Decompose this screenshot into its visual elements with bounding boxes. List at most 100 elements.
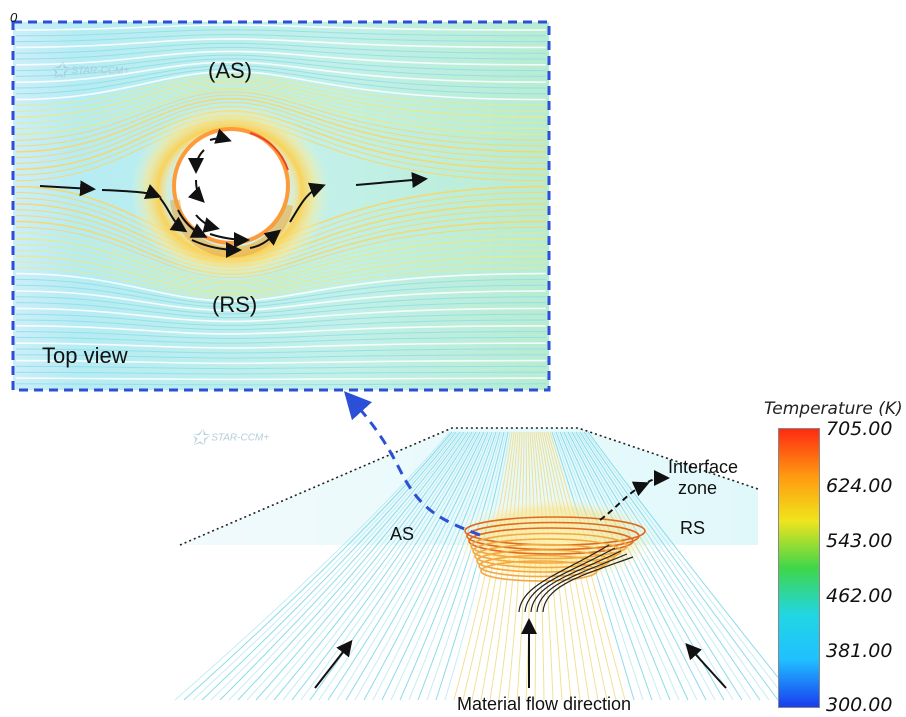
interface-zone-label-line1: Interface	[668, 457, 739, 477]
main-streamline	[192, 431, 455, 701]
top-view-label: Top view	[42, 343, 128, 368]
legend-title: Temperature (K)	[764, 399, 903, 419]
interface-flow-line	[530, 550, 622, 613]
main-streamline	[174, 431, 451, 701]
inset-streamline	[15, 70, 547, 101]
interface-zone-label-line2: zone	[678, 478, 718, 498]
inset-flow-arrows	[39, 128, 428, 258]
inset-streamline	[15, 359, 547, 365]
inset-streamline	[15, 54, 547, 72]
legend-tick-705: 705.00	[826, 418, 893, 440]
main-streamline	[309, 431, 481, 701]
top-view-inset	[11, 20, 551, 392]
inset-streamline	[15, 61, 547, 83]
inset-streamline	[15, 290, 547, 312]
inset-streamline	[15, 29, 547, 37]
inset-corner-label: 0	[10, 10, 18, 25]
legend-tick-543: 543.00	[826, 530, 893, 552]
main-streamline	[210, 431, 459, 701]
main-logo-text: STAR-CCM+	[211, 432, 270, 444]
interface-swirl-lines	[464, 516, 646, 613]
inset-streamline	[15, 76, 547, 112]
inset-streamline	[15, 348, 547, 354]
interface-swirl-ring	[470, 532, 628, 560]
inset-streamline	[15, 91, 547, 141]
inset-streamline	[15, 79, 547, 118]
inset-streamline	[15, 267, 547, 299]
inset-streamline	[15, 377, 547, 381]
main-streamline	[246, 431, 467, 701]
temperature-color-bar	[778, 428, 820, 708]
inset-streamline	[15, 38, 547, 49]
interface-flow-line	[536, 553, 628, 613]
legend-tick-462: 462.00	[826, 585, 893, 607]
main-streamline	[585, 431, 788, 701]
main-streamline	[219, 431, 461, 701]
inset-streamline	[15, 255, 547, 294]
inset-streamline	[15, 307, 547, 323]
inset-streamline	[15, 261, 547, 296]
interface-flow-line	[524, 547, 616, 613]
inset-streamline	[15, 244, 547, 288]
interface-swirl-ring	[474, 543, 616, 569]
main-streamline	[318, 431, 483, 701]
main-streamline	[363, 431, 493, 701]
main-streamline	[587, 431, 797, 701]
material-flow-label: Material flow direction	[457, 694, 632, 714]
main-streamline	[579, 431, 761, 701]
inset-streamline	[15, 58, 547, 77]
legend-tick-300: 300.00	[826, 694, 893, 716]
main-as-label: AS	[390, 524, 415, 544]
star-logo-icon: ✩	[50, 58, 69, 83]
zoom-connector-arrow	[343, 391, 481, 537]
inset-logo-text: STAR-CCM+	[71, 65, 130, 77]
main-streamline	[300, 431, 479, 701]
inset-logo: ✩ STAR-CCM+	[50, 58, 129, 84]
interface-swirl-ring	[480, 560, 598, 582]
main-streamline	[354, 431, 491, 701]
main-streamline	[237, 431, 465, 701]
inset-streamline	[15, 284, 547, 308]
inset-streamline	[15, 325, 547, 335]
material-flow-arrows	[314, 470, 727, 689]
inset-streamline	[15, 336, 547, 344]
inset-streamline	[15, 278, 547, 305]
main-streamline	[291, 431, 477, 701]
main-rs-label: RS	[680, 518, 706, 538]
interface-flow-line	[542, 556, 634, 613]
inset-streamline	[15, 33, 547, 43]
main-streamline	[372, 431, 495, 701]
inset-streamline	[15, 94, 547, 147]
inset-streamline	[15, 68, 547, 95]
inset-streamline	[15, 46, 547, 60]
main-streamline	[228, 431, 463, 701]
inset-streamline	[15, 383, 547, 386]
main-streamline	[273, 431, 473, 701]
inset-streamline	[15, 64, 547, 89]
main-streamline	[336, 431, 487, 701]
inset-streamline	[15, 87, 547, 136]
main-streamline	[345, 431, 489, 701]
interface-swirl-ring	[468, 527, 634, 555]
main-streamline	[282, 431, 475, 701]
inset-streamline	[15, 73, 547, 106]
main-logo: ✩ STAR-CCM+	[190, 425, 269, 451]
inset-as-label: (AS)	[208, 58, 252, 83]
main-streamline	[255, 431, 469, 701]
inset-streamline	[15, 342, 547, 349]
main-streamline	[201, 431, 457, 701]
inset-streamline	[15, 249, 547, 291]
inset-streamline	[15, 272, 547, 302]
inset-streamline	[15, 238, 547, 285]
inset-streamline	[15, 319, 547, 331]
inset-streamlines	[15, 24, 547, 386]
star-logo-icon: ✩	[190, 425, 209, 450]
inset-streamline	[15, 331, 547, 339]
inset-rs-label: (RS)	[212, 292, 258, 317]
inset-streamline	[15, 97, 547, 153]
inset-streamline	[15, 371, 547, 375]
inset-streamline	[15, 365, 547, 370]
legend-tick-624: 624.00	[826, 475, 893, 497]
main-streamline	[183, 431, 453, 701]
main-streamline	[583, 431, 779, 701]
